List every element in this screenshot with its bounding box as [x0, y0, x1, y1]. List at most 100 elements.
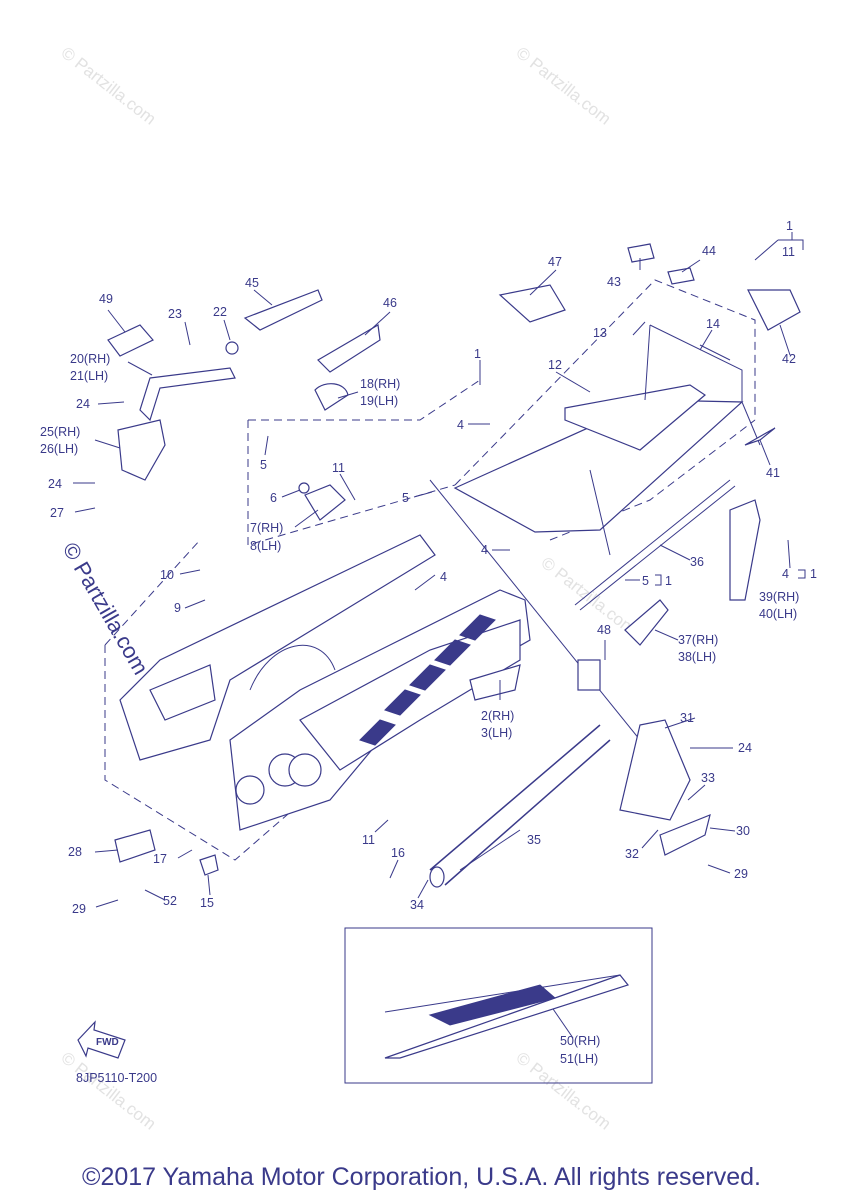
callout: 1 [665, 574, 672, 588]
callout: 9 [174, 601, 181, 615]
callout: 40(LH) [759, 607, 797, 621]
part-31 [619, 719, 691, 821]
callout: 38(LH) [678, 650, 716, 664]
watermark-text: © Partzilla.com [58, 43, 160, 129]
callout: 23 [168, 307, 182, 321]
callout: 13 [593, 326, 607, 340]
callout: 14 [706, 317, 720, 331]
part-37 [624, 599, 669, 646]
decal-inset [344, 927, 653, 1084]
callout: 35 [527, 833, 541, 847]
callout: 32 [625, 847, 639, 861]
callout: 16 [391, 846, 405, 860]
callout: 15 [200, 896, 214, 910]
callout: 4 [481, 543, 488, 557]
callout: 34 [410, 898, 424, 912]
driveshaft-35 [429, 469, 641, 888]
callout: 48 [597, 623, 611, 637]
bumper-bar-36 [574, 479, 736, 611]
leader-lines [73, 232, 806, 1039]
callout: 24 [48, 477, 62, 491]
callout: 51(LH) [560, 1052, 598, 1066]
callout: 49 [99, 292, 113, 306]
callout: 20(RH) [70, 352, 110, 366]
callout: 29 [734, 867, 748, 881]
part-42 [747, 289, 801, 331]
part-6 [298, 482, 310, 494]
part-25 [117, 419, 166, 481]
callout: 50(RH) [560, 1034, 600, 1048]
callout: 5 [402, 491, 409, 505]
callout: 28 [68, 845, 82, 859]
callout-labels: 1 11 43 44 47 45 46 49 23 22 20(RH) 21(L… [40, 219, 817, 1066]
callout: 24 [738, 741, 752, 755]
copyright-notice: ©2017 Yamaha Motor Corporation, U.S.A. A… [82, 1163, 761, 1191]
callout: 27 [50, 506, 64, 520]
part-47 [498, 284, 566, 323]
part-41 [744, 427, 776, 446]
callout: 5 [260, 458, 267, 472]
callout: 45 [245, 276, 259, 290]
callout: 29 [72, 902, 86, 916]
callout: 22 [213, 305, 227, 319]
callout: 10 [160, 568, 174, 582]
part-28 [114, 829, 156, 863]
callout: 44 [702, 244, 716, 258]
callout: 1 [810, 567, 817, 581]
callout: 47 [548, 255, 562, 269]
callout: 4 [782, 567, 789, 581]
callout: 46 [383, 296, 397, 310]
callout: 17 [153, 852, 167, 866]
callout: 30 [736, 824, 750, 838]
callout: 4 [457, 418, 464, 432]
callout: 11 [782, 245, 795, 259]
callout: 8(LH) [250, 539, 281, 553]
callout: 52 [163, 894, 177, 908]
callout: 41 [766, 466, 780, 480]
part-45 [243, 289, 323, 331]
callout: 36 [690, 555, 704, 569]
watermark-text: © Partzilla.com [538, 553, 640, 639]
callout: 43 [607, 275, 621, 289]
callout: 4 [440, 570, 447, 584]
frame-cutouts [359, 614, 496, 746]
callout: 31 [680, 711, 694, 725]
callout: 24 [76, 397, 90, 411]
callout: 33 [701, 771, 715, 785]
callout: 6 [270, 491, 277, 505]
part-43 [627, 243, 655, 263]
small-parts [107, 243, 801, 876]
watermark-text: © Partzilla.com [58, 538, 154, 679]
callout: 18(RH) [360, 377, 400, 391]
part-48 [577, 659, 601, 691]
part-15 [199, 854, 219, 876]
fwd-label: FWD [96, 1037, 119, 1048]
chassis-frame [119, 534, 531, 831]
part-20 [139, 367, 236, 422]
callout: 2(RH) [481, 709, 514, 723]
fwd-arrow: FWD [77, 1020, 126, 1059]
watermark-text: © Partzilla.com [513, 43, 615, 129]
callout: 11 [362, 833, 375, 847]
part-22 [225, 341, 239, 355]
callout: 12 [548, 358, 562, 372]
callout: 3(LH) [481, 726, 512, 740]
callout: 21(LH) [70, 369, 108, 383]
callout: 11 [332, 461, 345, 475]
callout: 5 [642, 574, 649, 588]
part-30 [659, 814, 711, 856]
callout: 25(RH) [40, 425, 80, 439]
callout: 26(LH) [40, 442, 78, 456]
part-49 [107, 324, 154, 357]
watermark-text: © Partzilla.com [58, 1048, 160, 1134]
part-39 [729, 499, 761, 601]
callout: 1 [786, 219, 793, 233]
callout: 1 [474, 347, 481, 361]
callout: 19(LH) [360, 394, 398, 408]
callout: 37(RH) [678, 633, 718, 647]
part-44 [667, 267, 695, 285]
callout: 39(RH) [759, 590, 799, 604]
diagram-code: 8JP5110-T200 [76, 1071, 158, 1085]
callout: 42 [782, 352, 796, 366]
